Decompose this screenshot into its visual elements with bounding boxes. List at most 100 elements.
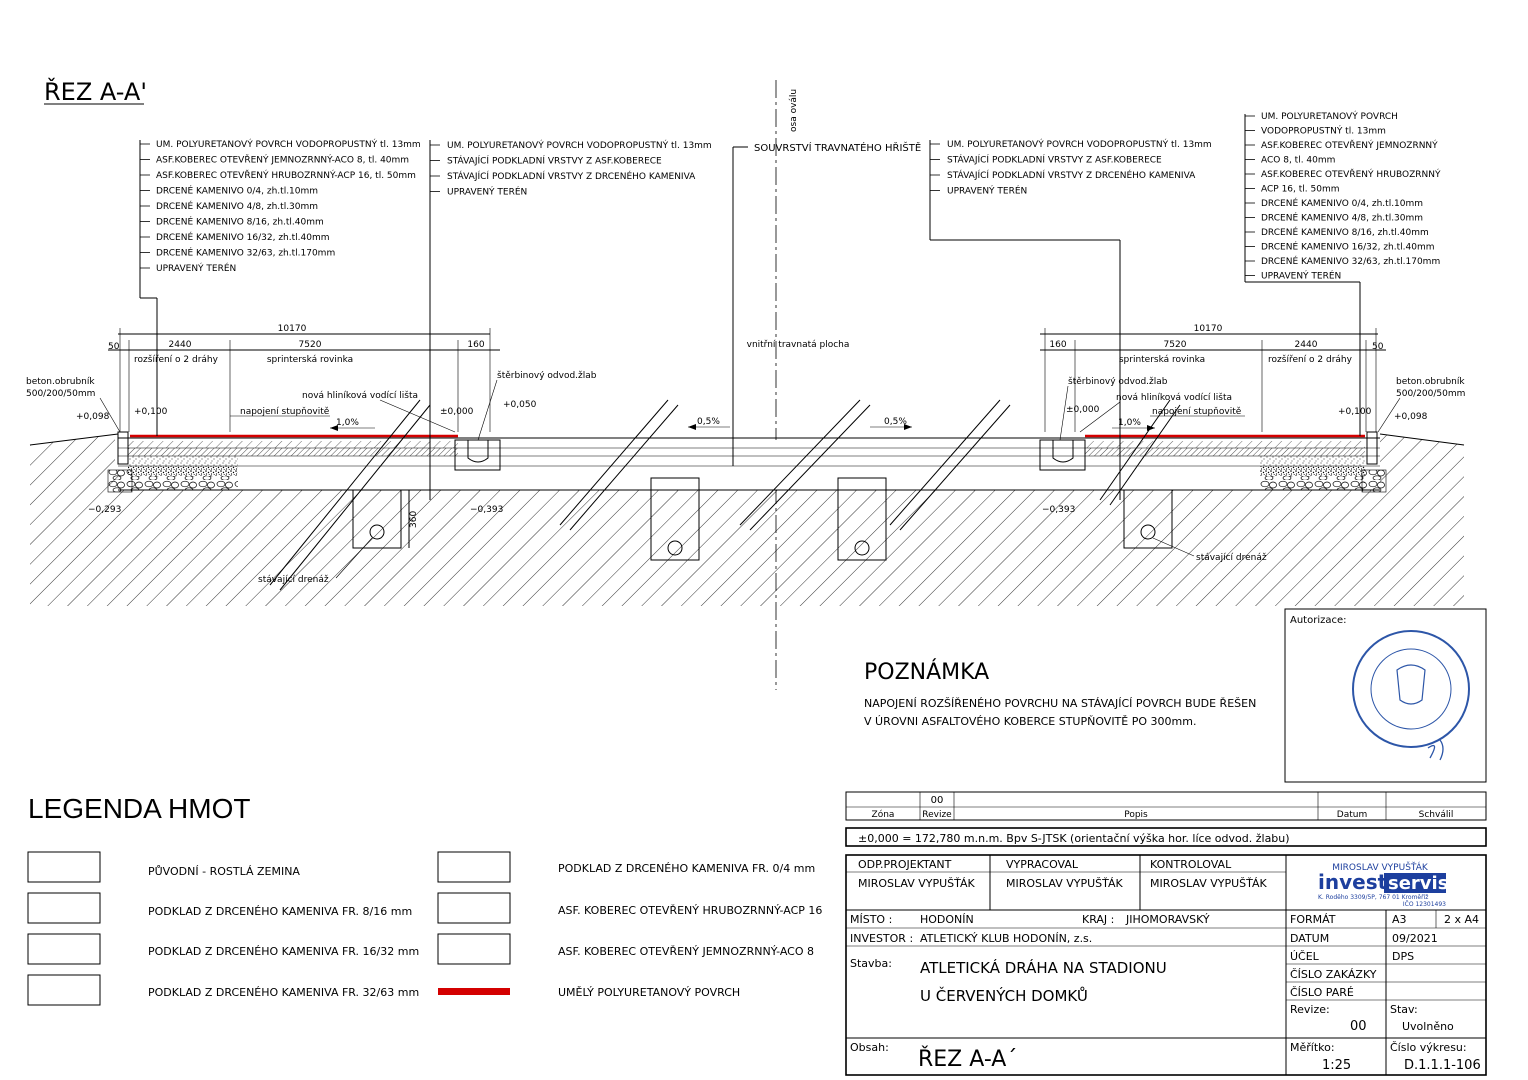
dim-160-right: 160 bbox=[1049, 340, 1066, 350]
role-3: KONTROLOVAL bbox=[1150, 858, 1232, 871]
dim-50-left: 50 bbox=[108, 342, 120, 352]
inner-area-label: vnitřní travnatá plocha bbox=[747, 340, 850, 350]
revision-number: 00 bbox=[931, 795, 944, 806]
datum-value: 09/2021 bbox=[1392, 932, 1438, 945]
callout-text: DRCENÉ KAMENIVO 4/8, zh.tl.30mm bbox=[156, 200, 318, 212]
level-0050: +0,050 bbox=[503, 400, 537, 410]
drain-trench-2 bbox=[650, 477, 700, 561]
legend: PŮVODNÍ - ROSTLÁ ZEMINA PODKLAD Z DRCENÉ… bbox=[27, 851, 822, 1006]
level-left-m0393: −0,393 bbox=[470, 505, 503, 515]
callout-text: STÁVAJÍCÍ PODKLADNÍ VRSTVY Z DRCENÉHO KA… bbox=[447, 170, 696, 182]
legend-title: LEGENDA HMOT bbox=[28, 793, 250, 824]
level-right-0100: +0,100 bbox=[1338, 407, 1372, 417]
note-title: POZNÁMKA bbox=[864, 659, 989, 685]
callout-text: ACP 16, tl. 50mm bbox=[1261, 185, 1339, 195]
kerb-right bbox=[1366, 431, 1378, 465]
role-1: ODP.PROJEKTANT bbox=[858, 858, 952, 871]
dimensions: 10170 10170 50 50 2440 2440 7520 7520 16… bbox=[108, 324, 1386, 548]
connect-label-left: napojení stupňovitě bbox=[240, 406, 330, 417]
callout-text: UPRAVENÝ TERÉN bbox=[1261, 270, 1341, 282]
note-line-2: V ÚROVNI ASFALTOVÉHO KOBERCE STUPŇOVITĚ … bbox=[864, 715, 1196, 728]
level-right-0000: ±0,000 bbox=[1066, 405, 1100, 415]
slot-drain-left bbox=[454, 439, 501, 471]
callout-text: ASF.KOBEREC OTEVŘENÝ HRUBOZRNNÝ bbox=[1261, 168, 1441, 180]
slope-left-05: 0,5% bbox=[697, 417, 720, 427]
level-right-m0393: −0,393 bbox=[1042, 505, 1075, 515]
callout-text: DRCENÉ KAMENIVO 32/63, zh.tl.170mm bbox=[1261, 255, 1440, 267]
legend-swatch-dense-gravel bbox=[27, 892, 101, 924]
revize-label: Revize: bbox=[1290, 1003, 1330, 1016]
legend-swatch-hatch-fine bbox=[437, 933, 511, 965]
dim-total-right: 10170 bbox=[1194, 324, 1223, 334]
kerb-label-right-1: beton.obrubník bbox=[1396, 377, 1465, 387]
logo-main-b: servis bbox=[1388, 873, 1448, 894]
callout-text: VODOPROPUSTNÝ tl. 13mm bbox=[1261, 125, 1386, 137]
sprint-left: sprinterská rovinka bbox=[267, 355, 353, 365]
investor-value: ATLETICKÝ KLUB HODONÍN, z.s. bbox=[920, 932, 1092, 945]
callout-right-inner: UM. POLYURETANOVÝ POVRCH VODOPROPUSTNÝ t… bbox=[929, 138, 1212, 500]
stavba-line-1: ATLETICKÁ DRÁHA NA STADIONU bbox=[920, 958, 1167, 977]
format-value: A3 bbox=[1392, 913, 1407, 926]
level-left-0098: +0,098 bbox=[76, 412, 110, 422]
callout-text: UM. POLYURETANOVÝ POVRCH VODOPROPUSTNÝ t… bbox=[447, 139, 712, 151]
callout-text: STÁVAJÍCÍ PODKLADNÍ VRSTVY Z ASF.KOBEREC… bbox=[447, 155, 662, 167]
drain-label-right: štěrbinový odvod.žlab bbox=[1068, 376, 1168, 387]
callout-text: DRCENÉ KAMENIVO 32/63, zh.tl.170mm bbox=[156, 247, 335, 259]
callout-text: UPRAVENÝ TERÉN bbox=[947, 185, 1027, 197]
kerb-label-left-2: 500/200/50mm bbox=[26, 389, 95, 399]
sprint-right: sprinterská rovinka bbox=[1119, 355, 1205, 365]
obsah-label: Obsah: bbox=[850, 1041, 889, 1054]
dim-160-left: 160 bbox=[467, 340, 484, 350]
format-value-2: 2 x A4 bbox=[1444, 913, 1479, 926]
callout-center: SOUVRSTVÍ TRAVNATÉHO HŘIŠTĚ bbox=[732, 141, 921, 466]
callout-left-outer: UM. POLYURETANOVÝ POVRCH VODOPROPUSTNÝ t… bbox=[139, 138, 421, 436]
callout-text: DRCENÉ KAMENIVO 0/4, zh.tl.10mm bbox=[1261, 197, 1423, 209]
slot-drain-right bbox=[1039, 439, 1086, 471]
stav-value: Uvolněno bbox=[1402, 1020, 1454, 1033]
vykres-label: Číslo výkresu: bbox=[1390, 1041, 1467, 1054]
axis-label: osa oválu bbox=[789, 89, 799, 132]
datum-label: DATUM bbox=[1290, 932, 1329, 945]
stavba-label: Stavba: bbox=[850, 957, 892, 970]
kraj-value: JIHOMORAVSKÝ bbox=[1125, 913, 1210, 926]
dim-2440-right: 2440 bbox=[1295, 340, 1318, 350]
legend-label-8: UMĚLÝ POLYURETANOVÝ POVRCH bbox=[558, 986, 740, 999]
name-2: MIROSLAV VYPUŠŤÁK bbox=[1006, 877, 1124, 890]
meritko-label: Měřítko: bbox=[1290, 1041, 1335, 1054]
slope-right-05: 0,5% bbox=[884, 417, 907, 427]
note-line-1: NAPOJENÍ ROZŠÍŘENÉHO POVRCHU NA STÁVAJÍC… bbox=[864, 697, 1256, 710]
drain-trench-4 bbox=[1123, 489, 1173, 549]
callout-text: UPRAVENÝ TERÉN bbox=[447, 186, 527, 198]
dim-7520-right: 7520 bbox=[1164, 340, 1187, 350]
dim-2440-left: 2440 bbox=[169, 340, 192, 350]
dim-7520-left: 7520 bbox=[299, 340, 322, 350]
rev-header-zona: Zóna bbox=[872, 809, 895, 820]
rozsireni-right: rozšíření o 2 dráhy bbox=[1268, 354, 1353, 365]
logo-top: MIROSLAV VYPUŠŤÁK bbox=[1332, 861, 1429, 873]
callout-left-inner: UM. POLYURETANOVÝ POVRCH VODOPROPUSTNÝ t… bbox=[429, 139, 712, 500]
callout-text: ASF.KOBEREC OTEVŘENÝ JEMNOZRNNÝ bbox=[1261, 139, 1438, 151]
logo-main-a: invest bbox=[1318, 870, 1388, 894]
level-left-0000: ±0,000 bbox=[440, 407, 474, 417]
callout-text: DRCENÉ KAMENIVO 0/4, zh.tl.10mm bbox=[156, 185, 318, 197]
stamp-label: Autorizace: bbox=[1290, 615, 1347, 626]
level-right-0098: +0,098 bbox=[1394, 412, 1428, 422]
dim-total-left: 10170 bbox=[278, 324, 307, 334]
kraj-label: KRAJ : bbox=[1082, 913, 1114, 926]
callout-text: ASF.KOBEREC OTEVŘENÝ JEMNOZRNNÝ-ACO 8, t… bbox=[156, 154, 409, 166]
rail-label-left: nová hliníková vodící lišta bbox=[302, 390, 418, 401]
revize-value: 00 bbox=[1350, 1019, 1367, 1034]
investor-label: INVESTOR : bbox=[850, 932, 913, 945]
legend-swatch-hatch bbox=[27, 851, 101, 883]
callout-text: UPRAVENÝ TERÉN bbox=[156, 262, 236, 274]
logo-ico: IČO 12301493 bbox=[1403, 901, 1446, 908]
name-3: MIROSLAV VYPUŠŤÁK bbox=[1150, 877, 1268, 890]
level-left-0100: +0,100 bbox=[134, 407, 168, 417]
legend-label-7: ASF. KOBEREC OTEVŘENÝ JEMNOZRNNÝ-ACO 8 bbox=[558, 945, 814, 958]
title-block: 00 Zóna Revize Popis Datum Schválil ±0,0… bbox=[845, 791, 1487, 1076]
legend-label-1: PŮVODNÍ - ROSTLÁ ZEMINA bbox=[148, 865, 300, 878]
legend-label-4: PODKLAD Z DRCENÉHO KAMENIVA FR. 32/63 mm bbox=[148, 986, 419, 999]
callout-text: ASF.KOBEREC OTEVŘENÝ HRUBOZRNNÝ-ACP 16, … bbox=[156, 169, 416, 181]
